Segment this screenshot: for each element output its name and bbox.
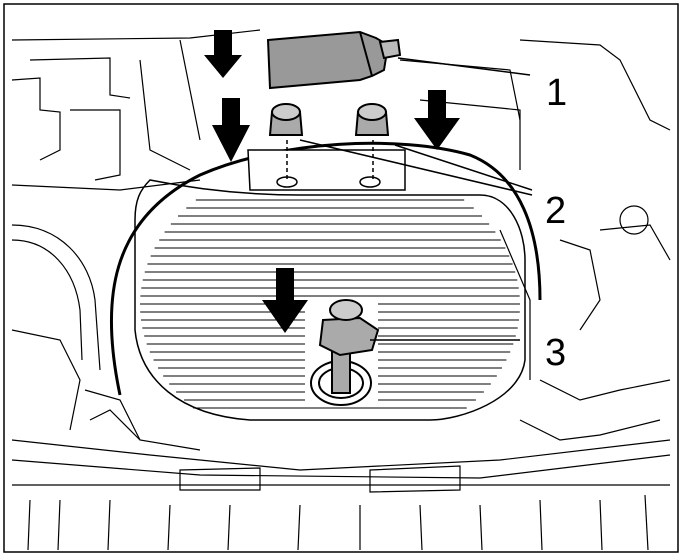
bolt (310, 299, 380, 406)
mounting-bracket (247, 149, 406, 191)
leader-lines (299, 57, 533, 341)
nut-left (268, 103, 304, 136)
wheel-well (109, 141, 542, 421)
downward-arrows (204, 30, 460, 333)
callout-3: 3 (541, 332, 571, 374)
callout-2: 2 (541, 190, 571, 232)
trunk-outline (11, 29, 671, 493)
floor-slats (27, 494, 649, 551)
callout-1: 1 (542, 72, 572, 114)
nut-right (354, 103, 390, 136)
spray-can (266, 30, 402, 90)
